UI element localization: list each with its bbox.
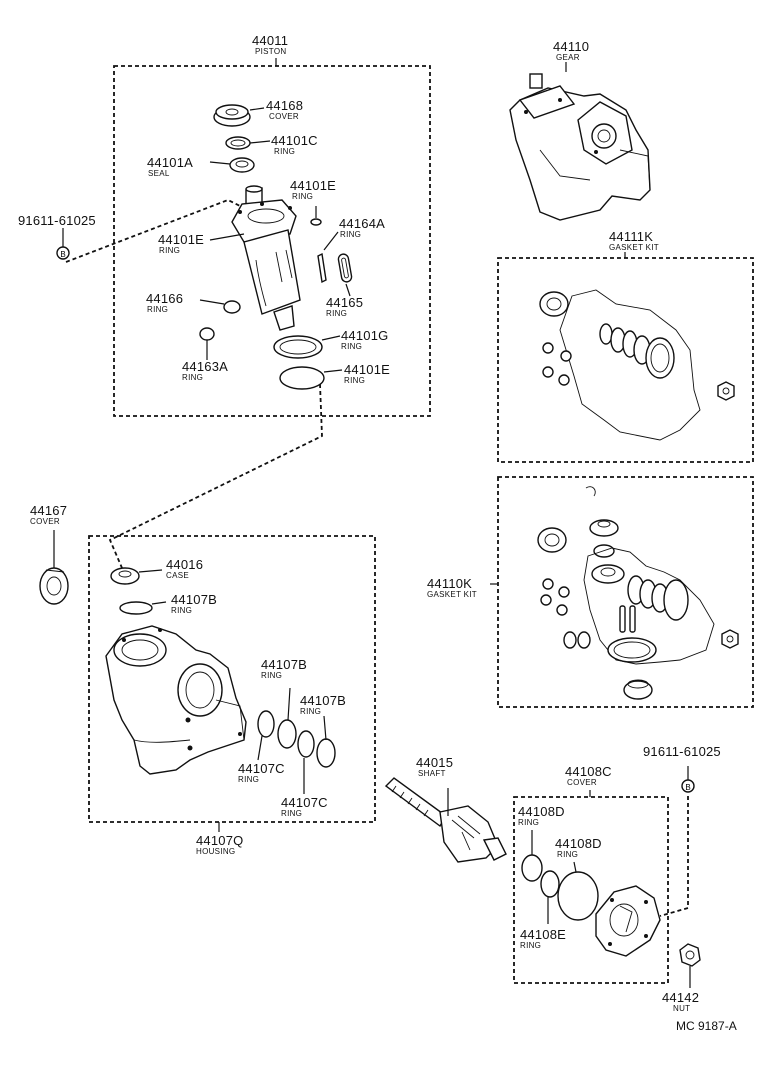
seal-44101a-part	[229, 157, 255, 173]
ring-44107b-c	[316, 738, 336, 768]
label-44107b-a-desc: RING	[171, 606, 193, 615]
label-44107q-desc: HOUSING	[196, 847, 236, 856]
label-44011: 44011	[252, 33, 289, 48]
label-44111k-desc: GASKET KIT	[609, 243, 659, 252]
label-44108d-b: 44108D	[555, 836, 602, 851]
label-44142-desc: NUT	[673, 1004, 691, 1013]
label-44107b-c-desc: RING	[300, 707, 322, 716]
ring-44101c-part	[225, 136, 251, 150]
label-44107c-a: 44107C	[238, 761, 285, 776]
label-44107b-b: 44107B	[261, 657, 308, 672]
cover-44168-part	[213, 104, 251, 127]
cover-44167-part	[39, 567, 69, 605]
piston-group-box	[113, 65, 431, 417]
label-44101c: 44101C	[271, 133, 318, 148]
ring-44108e-part	[540, 870, 560, 898]
label-44107c-b: 44107C	[281, 795, 328, 810]
label-44101g: 44101G	[341, 328, 389, 343]
gasket-kit-44110k-box	[497, 476, 754, 708]
case-44016-part	[110, 567, 140, 585]
label-44165: 44165	[326, 295, 364, 310]
ring-44101e-small	[310, 218, 322, 226]
ring-44108d-a	[521, 854, 543, 882]
ring-44163a-part	[199, 327, 215, 341]
ring-44165-part	[337, 253, 353, 283]
gasket-kit-44111k-box	[497, 257, 754, 463]
label-44016-desc: CASE	[166, 571, 189, 580]
label-44016: 44016	[166, 557, 204, 572]
bolt-marker-left: B	[56, 246, 70, 260]
bolt-marker-right: B	[681, 779, 695, 793]
label-44101g-desc: RING	[341, 342, 363, 351]
label-91611-61025-left: 91611-61025	[18, 213, 96, 228]
gasket-kit-44110k-parts	[537, 486, 739, 700]
piston-part	[231, 185, 301, 331]
label-44108c-desc: COVER	[567, 778, 597, 787]
label-44108c: 44108C	[565, 764, 612, 779]
label-44167-desc: COVER	[30, 517, 60, 526]
label-44015: 44015	[416, 755, 454, 770]
figure-reference: MC 9187-A	[676, 1019, 737, 1033]
label-44101c-desc: RING	[274, 147, 296, 156]
label-44015-desc: SHAFT	[418, 769, 446, 778]
label-44110: 44110	[553, 39, 590, 54]
bolt-letter: B	[685, 783, 690, 792]
gasket-kit-44111k-parts	[539, 289, 735, 441]
label-44164a-desc: RING	[340, 230, 362, 239]
label-44107c-b-desc: RING	[281, 809, 303, 818]
nut-44142-part	[679, 943, 701, 967]
label-44142: 44142	[662, 990, 700, 1005]
label-44101e-a: 44101E	[290, 178, 337, 193]
label-44164a: 44164A	[339, 216, 386, 231]
ring-44101e-large	[279, 366, 325, 390]
label-44108d-a-desc: RING	[518, 818, 540, 827]
label-44107q: 44107Q	[196, 833, 244, 848]
label-44101e-a-desc: RING	[292, 192, 314, 201]
cover-44108c-box	[513, 796, 669, 984]
label-44110k-desc: GASKET KIT	[427, 590, 477, 599]
label-44101e-b-desc: RING	[159, 246, 181, 255]
label-44107b-c: 44107B	[300, 693, 347, 708]
label-44163a-desc: RING	[182, 373, 204, 382]
label-44111k: 44111K	[609, 229, 654, 244]
bolt-letter: B	[60, 250, 65, 259]
label-44107b-b-desc: RING	[261, 671, 283, 680]
label-44108d-a: 44108D	[518, 804, 565, 819]
ring-44108d-b	[557, 871, 599, 921]
label-44166: 44166	[146, 291, 184, 306]
label-44163a: 44163A	[182, 359, 229, 374]
cover-44108c-part	[595, 885, 661, 957]
ring-44107b-b	[277, 719, 297, 749]
label-44108e: 44108E	[520, 927, 567, 942]
label-44110-desc: GEAR	[556, 53, 580, 62]
ring-44107c-a	[257, 710, 275, 738]
shaft-44015-part	[384, 777, 507, 863]
label-44110k: 44110K	[427, 576, 473, 591]
label-44101e-b: 44101E	[158, 232, 205, 247]
label-44166-desc: RING	[147, 305, 169, 314]
label-44101a: 44101A	[147, 155, 194, 170]
label-91611-61025-right: 91611-61025	[643, 744, 721, 759]
ring-44166-part	[223, 300, 241, 314]
ring-44107b-top	[119, 601, 153, 615]
label-44168-desc: COVER	[269, 112, 299, 121]
housing-44107q-part	[105, 625, 247, 775]
label-44108d-b-desc: RING	[557, 850, 579, 859]
label-44011-desc: PISTON	[255, 47, 287, 56]
housing-group-box	[88, 535, 376, 823]
ring-44164a-part	[317, 252, 327, 284]
label-44107b-a: 44107B	[171, 592, 218, 607]
gear-44110-part	[509, 73, 651, 221]
ring-44101g-part	[273, 335, 323, 359]
ring-44107c-b	[297, 730, 315, 758]
label-44101e-c-desc: RING	[344, 376, 366, 385]
label-44167: 44167	[30, 503, 68, 518]
label-44108e-desc: RING	[520, 941, 542, 950]
label-44165-desc: RING	[326, 309, 348, 318]
label-44101e-c: 44101E	[344, 362, 391, 377]
label-44101a-desc: SEAL	[148, 169, 170, 178]
label-44168: 44168	[266, 98, 304, 113]
label-44107c-a-desc: RING	[238, 775, 260, 784]
